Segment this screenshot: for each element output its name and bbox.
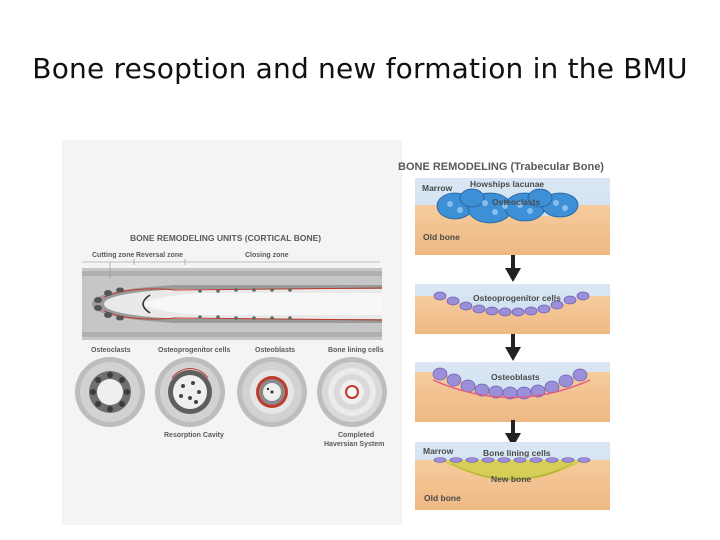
label-resorption-cavity: Resorption Cavity (164, 432, 224, 439)
cross-section-bone-lining (317, 357, 387, 427)
trabecular-panel: BONE REMODELING (Trabecular Bone) Marrow… (398, 161, 610, 510)
trabecular-title: BONE REMODELING (Trabecular Bone) (398, 161, 604, 173)
label-haversian-system: Haversian System (324, 441, 384, 448)
cell-label-osteoprogenitor: Osteoprogenitor cells (158, 347, 230, 354)
cell-label-osteoclasts: Osteoclasts (91, 347, 131, 354)
stage3-cells-label: Osteoblasts (491, 372, 540, 382)
arrow-3 (505, 420, 521, 447)
stage4-cells-label: Bone lining cells (483, 448, 551, 458)
arrow-2 (505, 334, 521, 361)
stage-new-bone: Marrow Bone lining cells New bone Old bo… (415, 442, 610, 510)
cutting-cone (82, 262, 383, 340)
cortical-title: BONE REMODELING UNITS (CORTICAL BONE) (130, 233, 321, 243)
stage1-cells-label: Osteoclasts (492, 197, 540, 207)
cell-label-bone-lining: Bone lining cells (328, 347, 384, 354)
cross-section-osteoblasts (237, 357, 307, 427)
cell-label-osteoblasts: Osteoblasts (255, 347, 295, 354)
label-completed: Completed (338, 432, 374, 439)
stage4-marrow-label: Marrow (423, 446, 454, 456)
slide-title: Bone resoption and new formation in the … (32, 52, 688, 85)
cross-section-osteoprogenitor (155, 357, 225, 427)
stage4-new-bone-label: New bone (491, 474, 531, 484)
stage1-lacunae-label: Howships lacunae (470, 179, 544, 189)
arrow-1 (505, 255, 521, 282)
stage1-marrow-label: Marrow (422, 183, 453, 193)
stage-osteoblasts: Osteoblasts (415, 362, 610, 422)
stage-osteoclasts: Marrow Howships lacunae Osteoclasts Old … (415, 178, 610, 255)
stage2-cells-label: Osteoprogenitor cells (473, 293, 561, 303)
zone-label-closing: Closing zone (245, 252, 289, 259)
stage-osteoprogenitor: Osteoprogenitor cells (415, 284, 610, 334)
zone-label-cutting: Cutting zone (92, 252, 134, 259)
cortical-panel: BONE REMODELING UNITS (CORTICAL BONE) Cu… (62, 140, 402, 525)
stage4-bone-label: Old bone (424, 493, 461, 503)
zone-label-reversal: Reversal zone (136, 252, 183, 259)
cross-section-osteoclasts (75, 357, 145, 427)
stage1-bone-label: Old bone (423, 232, 460, 242)
